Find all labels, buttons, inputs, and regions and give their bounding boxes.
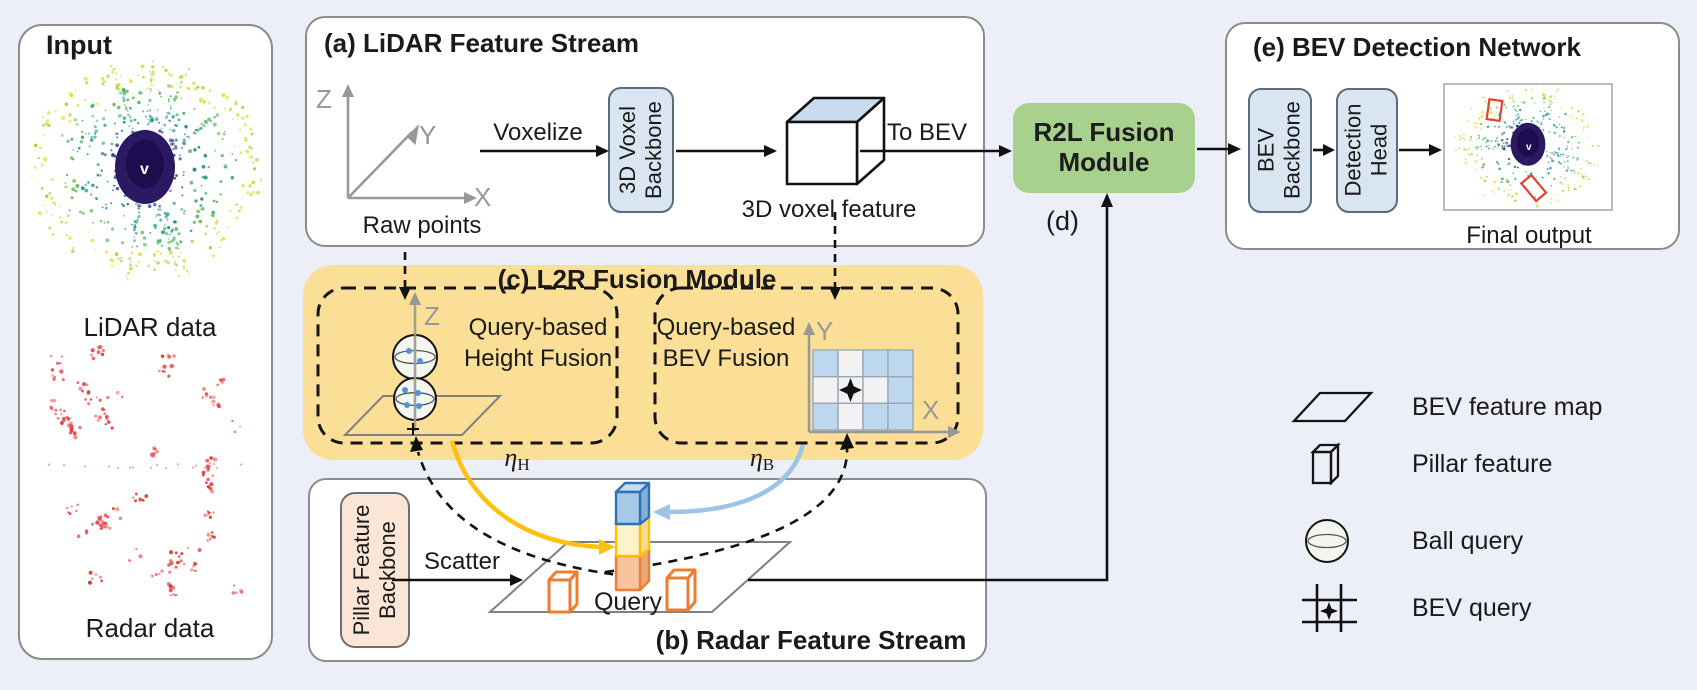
voxel-backbone-label: 3D Voxel Backbone: [615, 101, 666, 199]
axis-y-label: Y: [419, 120, 437, 150]
height-fusion-label: Query-based Height Fusion: [463, 314, 613, 372]
radar-caption: Radar data: [85, 613, 215, 643]
r2l-module-label-line1: R2L Fusion: [1033, 117, 1175, 148]
detection-head-box: [1336, 88, 1398, 213]
l2r-module-title: (c) L2R Fusion Module: [497, 264, 777, 294]
eta-h-label: ηH: [504, 443, 530, 475]
legend-label-ball-query: Ball query: [1412, 527, 1524, 555]
detection-network-title: (e) BEV Detection Network: [1253, 32, 1581, 62]
bev-backbone-label: BEV Backbone: [1253, 101, 1305, 199]
d-label: (d): [1046, 206, 1079, 236]
detection-head-label: Detection Head: [1340, 103, 1392, 197]
axis-x-label: X: [474, 182, 492, 212]
raw-points-label: Raw points: [362, 212, 482, 239]
radar-stream-title: (b) Radar Feature Stream: [655, 625, 967, 655]
input-panel-title: Input: [46, 30, 112, 60]
r2l-fusion-module-box: R2L Fusion Module: [1013, 103, 1195, 193]
final-output-label: Final output: [1466, 222, 1592, 249]
bev-query-icon: [1302, 584, 1357, 632]
pillar-feature-icon: [1310, 442, 1341, 486]
ball-query-icon: [1305, 519, 1349, 563]
legend-label-bev-feature-map: BEV feature map: [1412, 393, 1603, 421]
pillar-backbone-label: Pillar Feature Backbone: [349, 504, 400, 636]
axis-z-label: Z: [316, 84, 332, 114]
pillar-backbone-box: [340, 492, 410, 648]
voxelize-label: Voxelize: [493, 119, 583, 146]
voxel-feature-label: 3D voxel feature: [741, 196, 917, 223]
legend-label-bev-query: BEV query: [1412, 594, 1532, 622]
lidar-stream-title: (a) LiDAR Feature Stream: [324, 28, 639, 58]
axis-x-label-c: X: [922, 395, 940, 425]
eta-b-label: ηB: [749, 443, 775, 475]
legend-label-pillar-feature: Pillar feature: [1412, 450, 1553, 478]
scatter-label: Scatter: [423, 548, 501, 575]
to-bev-label: To BEV: [887, 119, 968, 146]
bev-feature-map-icon: [1291, 391, 1374, 423]
bev-fusion-label: Query-based BEV Fusion: [656, 314, 796, 372]
bev-backbone-box: [1248, 88, 1312, 213]
axis-z-label-c: Z: [424, 301, 440, 331]
query-label: Query: [593, 588, 663, 616]
lidar-caption: LiDAR data: [83, 312, 217, 342]
axis-y-label-c: Y: [816, 316, 834, 346]
voxel-backbone-box: [608, 87, 674, 213]
r2l-module-label-line2: Module: [1058, 147, 1150, 177]
